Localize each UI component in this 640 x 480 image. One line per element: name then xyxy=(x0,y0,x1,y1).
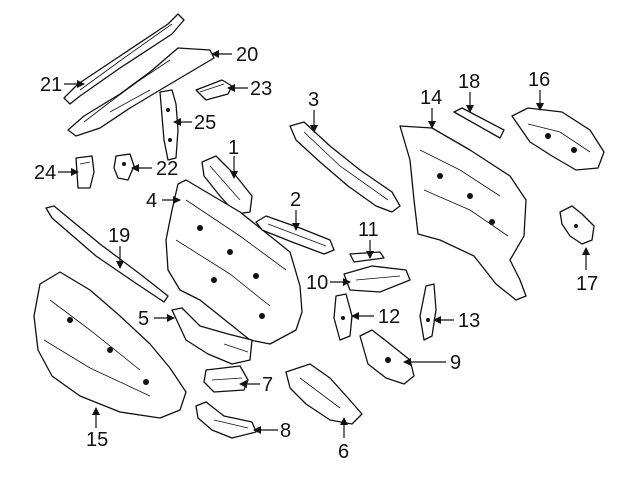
part-4-dash-panel xyxy=(165,179,303,345)
callout-6: 6 xyxy=(338,417,349,463)
callout-10: 10 xyxy=(306,272,351,294)
callout-25: 25 xyxy=(173,112,216,134)
callout-8: 8 xyxy=(253,420,291,442)
part-11-bracket xyxy=(349,251,385,263)
callout-label-7: 7 xyxy=(262,374,273,396)
part-7-bracket xyxy=(203,365,249,393)
callout-label-12: 12 xyxy=(378,306,400,328)
part-15-insulator xyxy=(33,271,187,419)
callout-label-1: 1 xyxy=(228,137,239,159)
callout-label-19: 19 xyxy=(108,225,130,247)
callout-20: 20 xyxy=(211,44,258,66)
callout-label-11: 11 xyxy=(358,219,379,241)
part-19-seal xyxy=(45,205,169,303)
callout-7: 7 xyxy=(239,374,273,396)
callout-15: 15 xyxy=(86,407,108,451)
callout-label-25: 25 xyxy=(194,112,216,134)
part-25-bracket xyxy=(159,89,179,161)
callout-label-17: 17 xyxy=(576,273,598,295)
callout-3: 3 xyxy=(308,89,319,133)
callout-23: 23 xyxy=(227,78,272,100)
part-16-insulator xyxy=(511,107,605,171)
callout-5: 5 xyxy=(138,308,175,330)
callout-22: 22 xyxy=(131,158,178,180)
callout-label-24: 24 xyxy=(34,162,56,184)
part-2-reinforcement xyxy=(255,215,335,255)
callout-label-15: 15 xyxy=(86,429,108,451)
part-23-bracket xyxy=(195,79,233,101)
callout-label-3: 3 xyxy=(308,89,319,111)
part-17-bracket xyxy=(559,205,595,245)
callout-18: 18 xyxy=(458,71,480,113)
callout-label-9: 9 xyxy=(450,352,461,374)
part-8-bracket xyxy=(195,401,257,439)
callout-1: 1 xyxy=(228,137,239,179)
callout-13: 13 xyxy=(433,310,480,332)
callout-label-10: 10 xyxy=(306,272,328,294)
callout-4: 4 xyxy=(146,190,181,212)
part-21-seal xyxy=(63,13,185,105)
part-13-bracket xyxy=(419,283,437,341)
callout-label-21: 21 xyxy=(40,74,62,96)
part-22-bracket xyxy=(113,153,135,181)
callout-label-22: 22 xyxy=(156,158,178,180)
part-5-duct xyxy=(171,307,253,365)
part-10-bracket xyxy=(343,265,411,293)
part-6-panel xyxy=(285,363,363,425)
callout-17: 17 xyxy=(576,247,598,295)
callout-label-14: 14 xyxy=(420,87,442,109)
callout-label-18: 18 xyxy=(458,71,480,93)
callout-label-8: 8 xyxy=(280,420,291,442)
callout-2: 2 xyxy=(290,189,301,231)
callout-label-23: 23 xyxy=(250,78,272,100)
part-12-bracket xyxy=(333,293,353,341)
callout-label-20: 20 xyxy=(236,44,258,66)
part-14-insulator xyxy=(399,125,527,301)
callout-label-2: 2 xyxy=(290,189,301,211)
part-24-bracket xyxy=(75,155,95,189)
callout-label-5: 5 xyxy=(138,308,149,330)
part-18-pad xyxy=(453,107,505,139)
part-9-bracket xyxy=(359,329,415,385)
callout-14: 14 xyxy=(420,87,442,129)
callout-9: 9 xyxy=(403,352,461,374)
callout-label-6: 6 xyxy=(338,441,349,463)
callout-16: 16 xyxy=(528,69,550,111)
callout-11: 11 xyxy=(358,219,379,259)
part-3-cross-member xyxy=(289,121,401,213)
part-1-reinforcement xyxy=(201,155,253,215)
callout-19: 19 xyxy=(108,225,130,269)
callout-24: 24 xyxy=(34,162,79,184)
callout-label-13: 13 xyxy=(458,310,480,332)
callout-21: 21 xyxy=(40,74,85,96)
callout-12: 12 xyxy=(351,306,400,328)
part-20-cowl-panel xyxy=(67,47,215,137)
callout-label-16: 16 xyxy=(528,69,550,91)
callout-label-4: 4 xyxy=(146,190,157,212)
